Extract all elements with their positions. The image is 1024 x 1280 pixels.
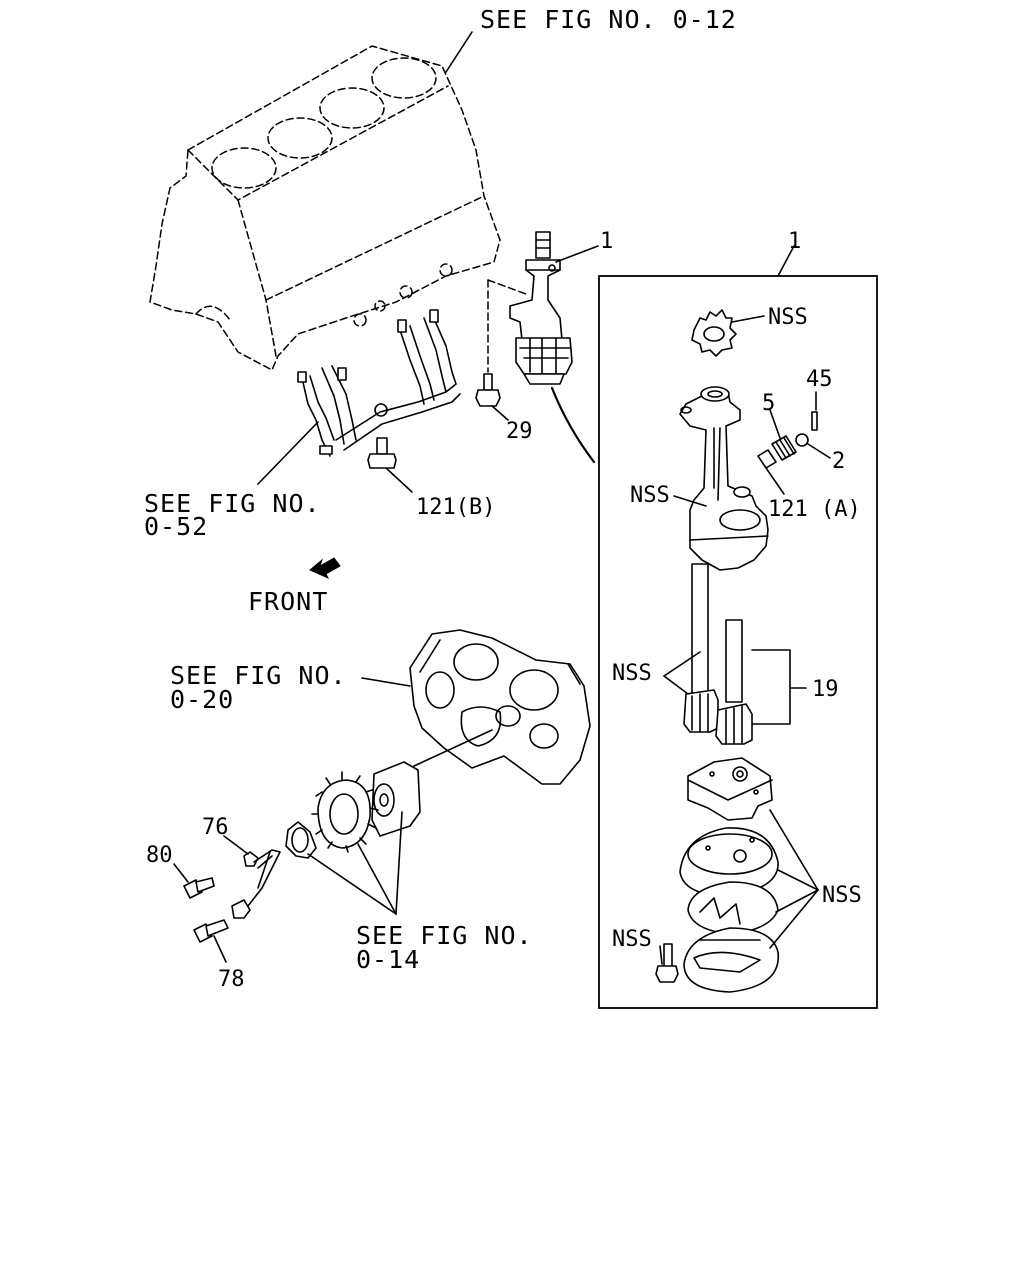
bolt-29: 29 bbox=[475, 373, 533, 444]
bolt-80: 80 bbox=[146, 843, 215, 899]
callout-nss-cover: NSS bbox=[822, 883, 862, 908]
see-fig-0-52-label-line2: 0-52 bbox=[144, 512, 208, 541]
callout-nss-shaft-gear: NSS bbox=[612, 661, 652, 686]
callout-5: 5 bbox=[762, 391, 775, 416]
callout-29: 29 bbox=[506, 419, 533, 444]
fitting-121b: 121(B) bbox=[367, 437, 495, 520]
callout-nss-drive-gear: NSS bbox=[768, 305, 808, 330]
callout-nss-pump-body: NSS bbox=[630, 483, 670, 508]
callout-19: 19 bbox=[812, 677, 839, 702]
bolt-78: 78 bbox=[193, 919, 245, 992]
drive-gear: NSS bbox=[691, 305, 808, 357]
cover-bolt: NSS bbox=[612, 927, 679, 983]
callout-121a: 121 (A) bbox=[768, 497, 861, 522]
callout-80: 80 bbox=[146, 843, 173, 868]
oil-jet-bracket: 76 bbox=[202, 815, 281, 919]
cylinder-block-phantom bbox=[149, 45, 501, 371]
pump-detail-box: 1 bbox=[598, 229, 878, 1009]
see-fig-0-12-reference: SEE FIG NO. 0-12 bbox=[445, 5, 737, 73]
callout-detail-1: 1 bbox=[788, 229, 801, 254]
pump-cover-parts: NSS bbox=[679, 757, 862, 993]
front-arrow-icon bbox=[309, 557, 341, 580]
see-fig-0-20-label-line2: 0-20 bbox=[170, 685, 234, 714]
see-fig-0-52-label-line1: SEE FIG NO. bbox=[144, 489, 321, 518]
see-fig-0-20-label-line1: SEE FIG NO. bbox=[170, 661, 347, 690]
callout-pump-1: 1 bbox=[600, 229, 613, 254]
callout-78: 78 bbox=[218, 967, 245, 992]
callout-76: 76 bbox=[202, 815, 229, 840]
see-fig-0-14-label-line1: SEE FIG NO. bbox=[356, 921, 533, 950]
oil-pump-assembled: 1 bbox=[487, 229, 613, 464]
callout-45: 45 bbox=[806, 367, 833, 392]
callout-2: 2 bbox=[832, 449, 845, 474]
front-direction-indicator: FRONT bbox=[248, 557, 341, 616]
timing-case-cover bbox=[409, 629, 591, 785]
see-fig-0-20-reference: SEE FIG NO. 0-20 bbox=[170, 661, 411, 714]
timing-gear-parts: SEE FIG NO. 0-14 bbox=[285, 729, 533, 974]
relief-valve-parts: 5 45 2 121 (A) bbox=[757, 367, 861, 522]
see-fig-0-14-label-line2: 0-14 bbox=[356, 945, 420, 974]
oil-pipe-assembly bbox=[297, 309, 461, 457]
callout-121b: 121(B) bbox=[416, 495, 495, 520]
see-fig-0-12-label: SEE FIG NO. 0-12 bbox=[480, 5, 737, 34]
callout-nss-cover-bolt: NSS bbox=[612, 927, 652, 952]
see-fig-0-52-reference: SEE FIG NO. 0-52 bbox=[144, 421, 321, 541]
pump-body: NSS bbox=[630, 386, 769, 571]
pump-shafts-gears: NSS 19 bbox=[612, 563, 839, 745]
front-label: FRONT bbox=[248, 587, 328, 616]
